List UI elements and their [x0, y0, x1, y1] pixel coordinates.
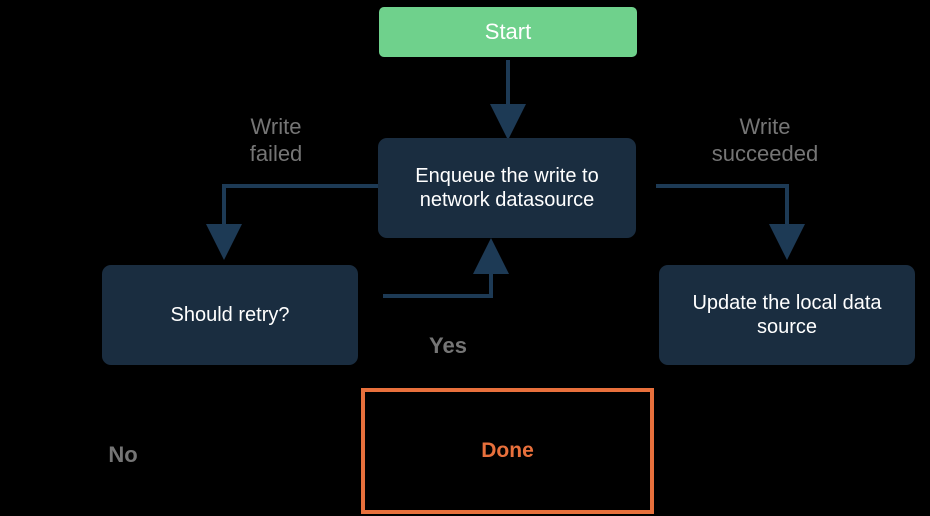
edge-label-write-succeeded: Write succeeded: [672, 114, 858, 168]
node-enqueue-label-line1: Enqueue the write to: [415, 164, 599, 187]
edge-enqueue-to-update-local: [656, 184, 805, 260]
node-should-retry-label: Should retry?: [170, 303, 290, 326]
edge-label-write-succeeded-line2: succeeded: [711, 140, 819, 166]
node-start-label: Start: [484, 18, 532, 44]
node-update-local-label-line1: Update the local data: [692, 291, 882, 314]
edge-label-no-text: No: [108, 442, 138, 467]
node-done-label: Done: [481, 439, 534, 463]
edge-label-no: No: [66, 442, 180, 469]
node-update-local-label: Update the local data source: [692, 291, 881, 340]
edge-label-write-failed: Write failed: [196, 114, 356, 168]
node-enqueue-label: Enqueue the write to network datasource: [415, 164, 598, 213]
edge-label-yes-text: Yes: [429, 333, 467, 358]
node-enqueue-label-line2: network datasource: [419, 189, 595, 211]
node-enqueue[interactable]: Enqueue the write to network datasource: [378, 138, 636, 238]
node-update-local[interactable]: Update the local data source: [659, 265, 915, 365]
node-update-local-label-line2: source: [756, 316, 818, 338]
edge-label-write-failed-line2: failed: [249, 140, 303, 166]
edge-label-write-succeeded-line1: Write: [739, 114, 791, 139]
node-start[interactable]: Start: [379, 7, 637, 57]
node-should-retry[interactable]: Should retry?: [102, 265, 358, 365]
edge-enqueue-to-should-retry: [206, 184, 378, 260]
node-done[interactable]: Done: [361, 388, 654, 514]
edge-label-yes: Yes: [390, 333, 506, 360]
edge-should-retry-to-enqueue: [383, 238, 509, 298]
edge-label-write-failed-line1: Write: [250, 114, 302, 139]
